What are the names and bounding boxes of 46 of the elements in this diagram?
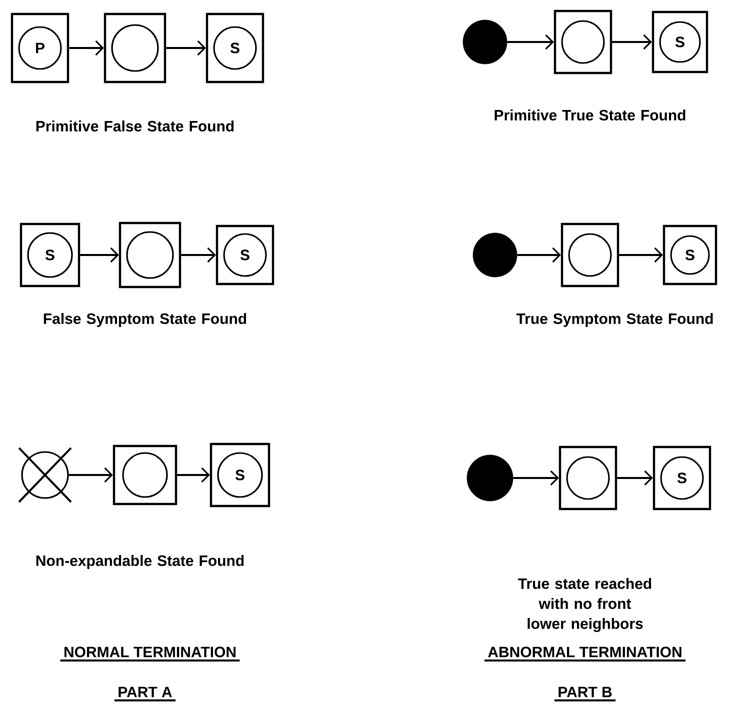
state-box <box>652 446 712 510</box>
state-box <box>206 12 264 84</box>
crossed-circle <box>18 447 72 503</box>
caption: Primitive True State Found <box>494 110 686 120</box>
state-box <box>112 444 178 506</box>
state-box <box>216 224 274 286</box>
heading: NORMAL TERMINATION <box>60 646 240 662</box>
filled-circle <box>466 454 514 502</box>
arrow <box>507 34 554 50</box>
arrow <box>166 40 206 56</box>
arrow <box>612 34 652 50</box>
arrow <box>619 247 663 263</box>
arrow <box>181 247 216 263</box>
filled-circle <box>462 20 508 64</box>
arrow <box>69 40 104 56</box>
state-circle <box>561 20 605 64</box>
arrow <box>177 467 210 483</box>
state-box <box>118 222 182 288</box>
caption: False Symptom State Found <box>44 313 246 327</box>
filled-circle <box>472 232 518 278</box>
state-box <box>558 446 618 510</box>
state-circle <box>122 452 168 498</box>
caption: True Symptom State Found <box>516 313 713 327</box>
arrow <box>517 247 561 263</box>
state-box <box>210 442 270 508</box>
state-circle <box>126 231 174 279</box>
heading: ABNORMAL TERMINATION <box>484 646 686 662</box>
state-box <box>560 222 620 288</box>
state-box <box>104 12 166 84</box>
caption: Primitive False State Found <box>36 120 234 132</box>
state-circle <box>566 456 610 500</box>
caption: True state reached with no front lower neighbors <box>518 578 652 632</box>
state-box <box>652 10 708 74</box>
state-circle <box>111 24 159 72</box>
state-box <box>20 222 80 288</box>
state-box <box>662 224 718 286</box>
arrow <box>513 470 559 486</box>
heading: PART A <box>114 686 176 702</box>
state-box <box>10 12 70 84</box>
caption: Non-expandable State Found <box>36 555 244 569</box>
state-circle <box>568 233 612 277</box>
arrow <box>68 467 113 483</box>
state-box <box>554 10 612 74</box>
arrow <box>617 470 653 486</box>
arrow <box>80 247 119 263</box>
heading: PART B <box>554 686 616 702</box>
